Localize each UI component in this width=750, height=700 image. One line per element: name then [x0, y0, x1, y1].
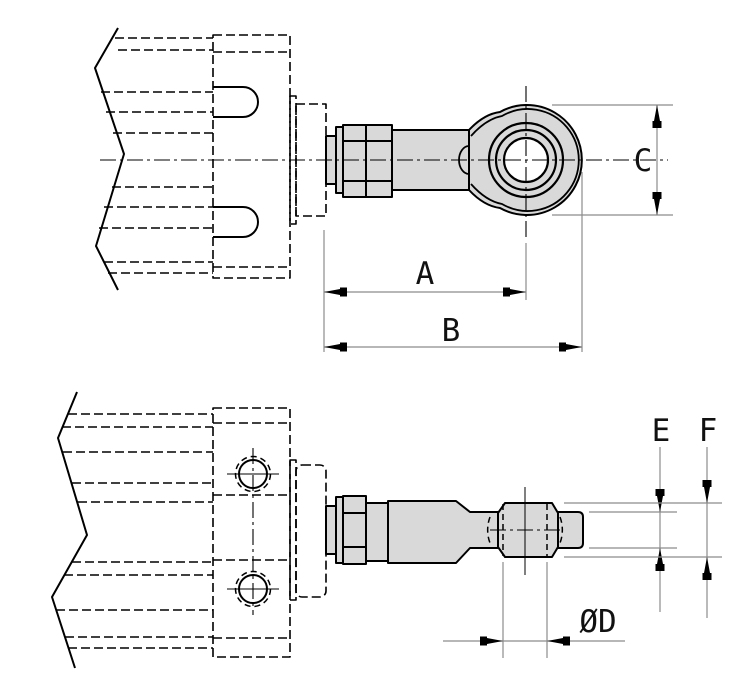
- rod-eye-hex: [365, 124, 393, 198]
- eye-end-stub: [557, 511, 584, 549]
- thread-section: [365, 502, 389, 562]
- hidden-ball-and-bore: [486, 487, 564, 575]
- ball-hidden-right: [559, 516, 564, 544]
- dim-label-d: ØD: [579, 604, 616, 640]
- break-line-2: [51, 391, 88, 669]
- dim-label-b: B: [442, 313, 461, 349]
- piston-rod-boss-2: [325, 505, 337, 555]
- dim-a: A: [323, 230, 527, 352]
- cylinder-phantom-bottom: [51, 391, 327, 669]
- dim-label-a: A: [416, 256, 435, 292]
- end-cap-top: [212, 34, 291, 279]
- dim-label-f: F: [699, 413, 718, 449]
- cylinder-phantom-top: [94, 27, 327, 291]
- lock-nut-2: [342, 495, 367, 565]
- dim-b: B: [324, 172, 583, 352]
- rod-collar-2: [335, 496, 344, 564]
- dim-label-c: C: [634, 143, 653, 179]
- mount-slot-lower: [213, 206, 259, 238]
- bottom-view: E F ØD: [51, 391, 722, 669]
- end-cap-bottom: [212, 407, 291, 658]
- gland-bottom: [289, 459, 327, 601]
- break-line: [94, 27, 125, 291]
- dim-c: C: [552, 104, 673, 216]
- head-double-outline: [470, 108, 580, 212]
- ball-hidden-left: [486, 516, 491, 544]
- top-view: C A B: [94, 27, 673, 352]
- dim-label-e: E: [652, 413, 671, 449]
- dim-e: E: [589, 413, 677, 612]
- lock-nut: [342, 124, 367, 198]
- mount-slot-upper: [213, 86, 259, 118]
- dim-f: F: [564, 413, 722, 618]
- dim-d: ØD: [443, 562, 625, 658]
- shank-plan: [387, 500, 499, 564]
